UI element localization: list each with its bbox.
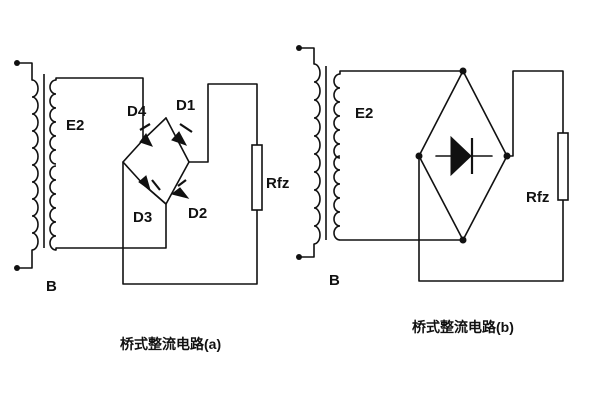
bridge-diode-symbol-b	[435, 135, 493, 177]
transformer-label-a: B	[46, 278, 57, 295]
circuit-b: B E2 Rfz 桥式整流电路(b)	[296, 45, 569, 335]
circuit-a: B E2 D4 D1 D3 D2 Rfz 桥式整流电路(a)	[14, 60, 289, 352]
wire-minus-b	[418, 155, 564, 282]
secondary-winding-a	[49, 79, 57, 251]
wire-top-b	[339, 70, 464, 75]
diode-d1	[171, 123, 193, 146]
wire-plus-a	[188, 83, 258, 163]
node-top-b	[459, 67, 467, 75]
secondary-label-b: E2	[355, 105, 373, 122]
transformer-b	[296, 45, 341, 260]
load-resistor-b	[557, 132, 569, 201]
node-left-b	[415, 152, 423, 160]
caption-b: 桥式整流电路(b)	[412, 319, 514, 335]
node-right-b	[503, 152, 511, 160]
node-bottom-b	[459, 236, 467, 244]
diode-d2	[170, 179, 190, 199]
diode-d3	[138, 175, 161, 192]
transformer-a	[14, 60, 57, 271]
diode-label-d4: D4	[127, 103, 147, 120]
wire-top-a	[55, 77, 167, 141]
load-label-a: Rfz	[266, 175, 289, 192]
diode-label-d1: D1	[176, 97, 195, 114]
wire-plus-b	[506, 70, 564, 157]
wire-minus-a	[122, 161, 258, 285]
secondary-label-a: E2	[66, 117, 84, 134]
load-label-b: Rfz	[526, 189, 549, 206]
caption-a: 桥式整流电路(a)	[120, 336, 221, 352]
diode-label-d2: D2	[188, 205, 207, 222]
load-resistor-a	[251, 144, 263, 211]
primary-winding-a	[31, 79, 39, 251]
secondary-winding-b	[333, 73, 341, 241]
transformer-label-b: B	[329, 272, 340, 289]
diode-label-d3: D3	[133, 209, 152, 226]
diode-d4	[139, 123, 153, 147]
primary-winding-b	[313, 63, 321, 245]
